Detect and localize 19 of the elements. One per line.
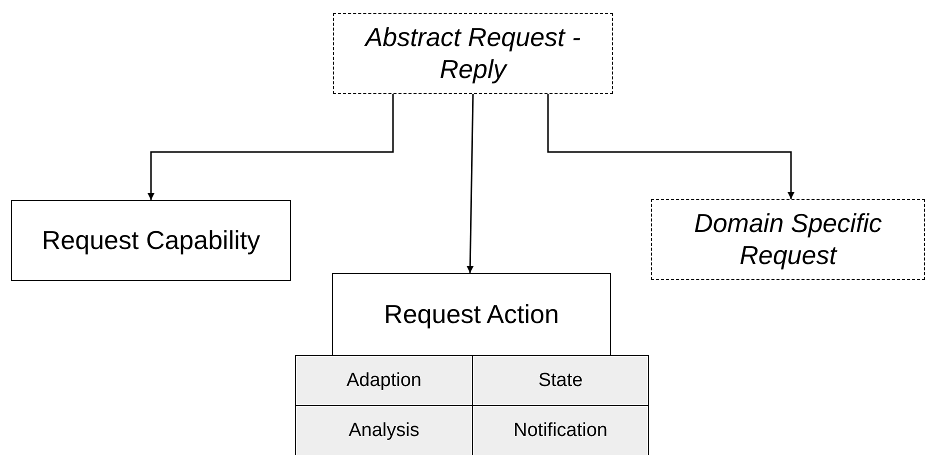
class-name: Request Capability: [42, 224, 260, 256]
class-box: [11, 200, 291, 281]
class-name: Notification: [514, 418, 608, 442]
class-name: Analysis: [348, 418, 420, 442]
class-name: Domain Specific Request: [693, 208, 883, 272]
class-box: [332, 273, 611, 356]
arrow: [466, 94, 474, 274]
table-cell: [295, 405, 473, 455]
class-name: Adaption: [346, 368, 422, 392]
table-cell: [472, 405, 649, 455]
table-cell: [472, 355, 649, 406]
class-name: Abstract Request - Reply: [363, 22, 582, 86]
abstract-class-box: [333, 13, 613, 94]
table-cell: [295, 355, 473, 406]
arrow: [148, 94, 394, 200]
abstract-class-box: [651, 199, 925, 280]
class-name: Request Action: [384, 298, 559, 330]
arrow: [547, 94, 794, 199]
class-name: State: [538, 368, 583, 392]
